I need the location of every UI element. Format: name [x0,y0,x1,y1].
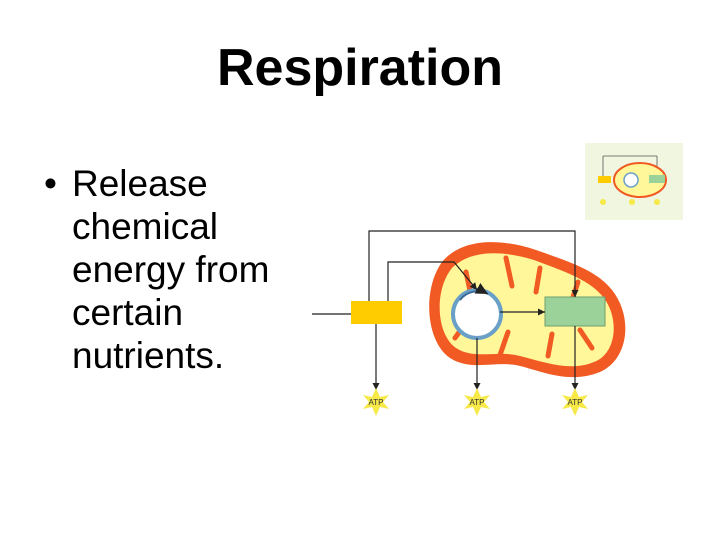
thumbnail-diagram [585,143,683,220]
thumbnail-mitochondrion [613,162,667,198]
atp-label-1: ATP [369,398,384,407]
bullet-marker: • [44,163,57,204]
atp-label-3: ATP [568,398,583,407]
thumbnail-etc-box [649,175,665,183]
thumbnail-glycolysis-box [598,176,611,183]
cycle-arrow [459,283,489,301]
atp-star-2: ATP [464,388,490,416]
thumbnail-atp-3 [654,199,660,205]
thumbnail-atp-1 [600,199,606,205]
glycolysis-box [351,301,402,324]
top-arrow-outer [368,230,579,301]
thumbnail-atp-2 [629,199,635,205]
slide-title: Respiration [216,39,504,97]
atp-star-1: ATP [363,388,389,416]
atp-label-2: ATP [470,398,485,407]
krebs-cycle-ring [451,288,503,340]
bullet-text: Release chemical energy from certain nut… [72,163,270,376]
pathway-arrows [312,230,579,390]
atp-star-3: ATP [562,388,588,416]
thumbnail-cycle [623,172,639,188]
etc-box [544,296,606,327]
top-arrow-inner [387,261,478,301]
